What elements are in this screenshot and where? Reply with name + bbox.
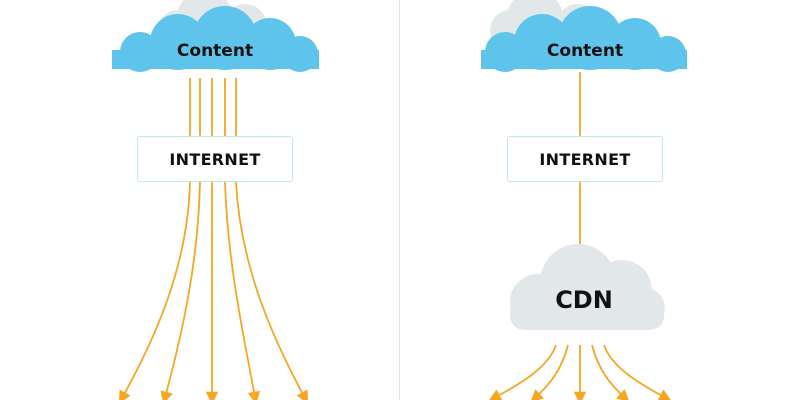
right-cloud-front	[481, 6, 687, 72]
left-cloud-label: Content	[177, 41, 253, 61]
left-cloud-front	[112, 6, 319, 72]
cdn-arrow-2	[530, 344, 569, 400]
cdn-label: CDN	[555, 286, 613, 314]
cdn-arrow-1	[488, 344, 557, 400]
left-internet-box: INTERNET	[137, 136, 293, 182]
right-cloud-label: Content	[547, 41, 623, 61]
cdn-cloud-shape	[510, 244, 665, 330]
cdn-cloud: CDN	[510, 244, 665, 330]
right-internet-box: INTERNET	[507, 136, 663, 182]
cdn-arrow-4	[591, 344, 630, 400]
left-arrow-5	[235, 78, 309, 400]
left-arrow-4	[224, 78, 261, 400]
left-arrow-2	[160, 78, 201, 400]
left-arrow-1	[118, 78, 191, 400]
cdn-arrows	[488, 344, 672, 400]
cdn-arrow-5	[603, 344, 672, 400]
panel-divider	[399, 0, 400, 400]
right-internet-label: INTERNET	[539, 149, 631, 169]
left-arrows	[118, 78, 309, 400]
left-origin-cloud: Content	[112, 0, 319, 72]
left-internet-label: INTERNET	[169, 149, 261, 169]
right-origin-cloud: Content	[481, 0, 687, 72]
